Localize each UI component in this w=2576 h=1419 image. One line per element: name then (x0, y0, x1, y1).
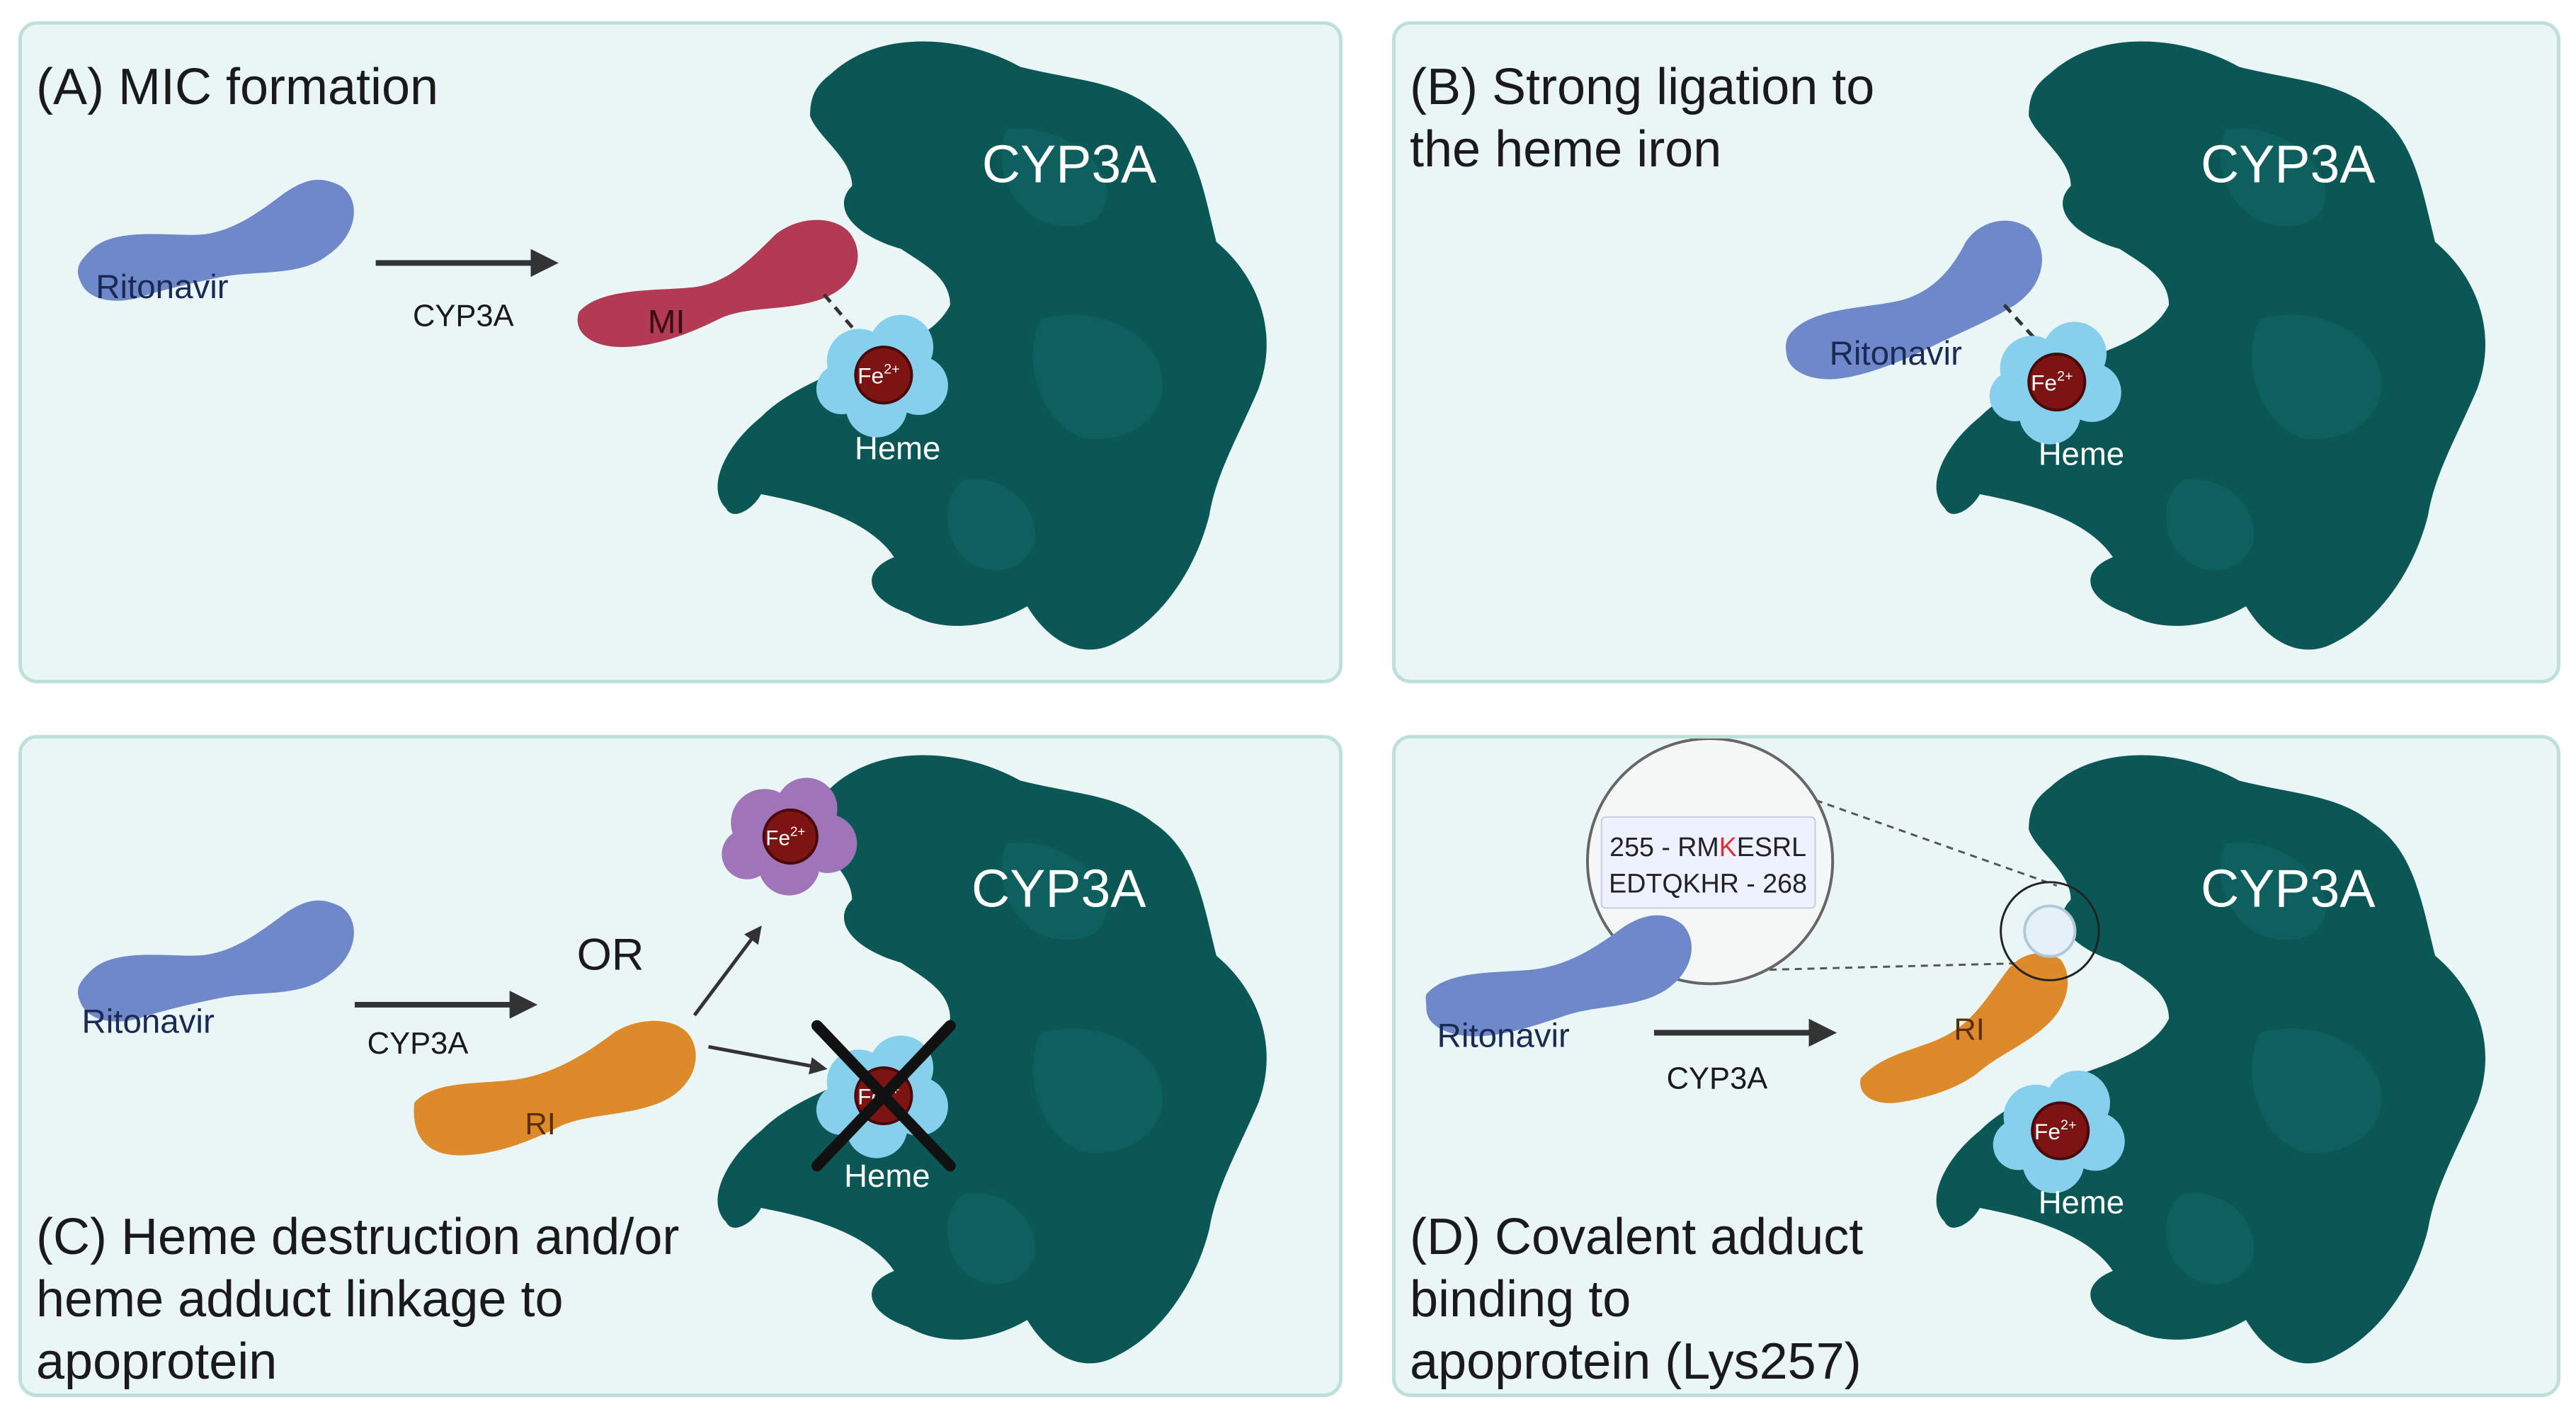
panel-d-illustration: CYP3A 255 - RMKESRL EDTQKHR - 268 Ritona… (1425, 739, 2485, 1364)
heme-label: Heme (2039, 1185, 2124, 1221)
iron-label: Fe2+ (2031, 369, 2073, 396)
ri-metabolite-shape (414, 1020, 696, 1156)
branch-arrow-destruction (693, 925, 762, 1017)
cyp3a-label: CYP3A (971, 858, 1146, 918)
heme-label: Heme (844, 1158, 930, 1194)
cyp3a-label: CYP3A (982, 135, 1157, 194)
panel-a-title: (A) MIC formation (36, 59, 439, 115)
iron-symbol: Fe (2034, 1119, 2061, 1144)
iron-label: Fe2+ (857, 362, 899, 389)
panel-a: CYP3A Ritonavir CYP3A MI Fe2+ Heme (A) M… (18, 21, 1343, 683)
destroyed-heme-group (722, 777, 857, 896)
iron-symbol: Fe (2031, 370, 2057, 395)
iron-atom (2031, 1101, 2090, 1161)
iron-label: Fe2+ (2034, 1117, 2076, 1144)
sequence-box (1600, 816, 1816, 909)
panel-c-illustration: CYP3A Fe2+ Ritonavir CYP3A OR RI (77, 755, 1267, 1364)
ritonavir-label: Ritonavir (1437, 1017, 1570, 1054)
zoom-line-lower (1769, 962, 2044, 971)
sequence-line-1: 255 - RMKESRL (1609, 832, 1806, 862)
ri-label: RI (1954, 1013, 1985, 1047)
panel-b-illustration: CYP3A Ritonavir Fe2+ Heme (1786, 41, 2485, 650)
branch-arrow-adduct (708, 1044, 828, 1075)
cyp3a-enzyme-shape (1936, 41, 2485, 650)
iron-symbol: Fe (857, 363, 884, 389)
ritonavir-shape (1786, 220, 2042, 380)
lysine-highlight: K (1719, 832, 1737, 862)
conversion-arrow-label: CYP3A (367, 1027, 469, 1061)
iron-charge: 2+ (2061, 1117, 2077, 1133)
ritonavir-shape (77, 179, 354, 301)
panel-a-illustration: CYP3A Ritonavir CYP3A MI Fe2+ Heme (77, 41, 1267, 650)
iron-atom (2027, 352, 2087, 412)
heme-label: Heme (2039, 435, 2124, 472)
ritonavir-shape (1425, 915, 1692, 1037)
or-label: OR (577, 930, 644, 979)
panel-c-title: (C) Heme destruction and/or heme adduct … (36, 1209, 680, 1390)
cyp3a-label: CYP3A (2201, 858, 2376, 918)
iron-atom-destroyed (762, 808, 819, 865)
conversion-arrow-label: CYP3A (413, 299, 514, 333)
ritonavir-shape (77, 900, 354, 1022)
cyp3a-enzyme-shape (1936, 755, 2485, 1364)
panel-d: CYP3A 255 - RMKESRL EDTQKHR - 268 Ritona… (1392, 735, 2560, 1397)
iron-symbol: Fe (765, 826, 790, 850)
panel-b-title: (B) Strong ligation to the heme iron (1410, 59, 1875, 178)
iron-charge: 2+ (884, 362, 900, 377)
cyp3a-enzyme-shape (717, 755, 1267, 1364)
iron-atom (854, 346, 913, 405)
ritonavir-label: Ritonavir (96, 268, 228, 306)
cross-mark-icon (811, 1020, 956, 1172)
ritonavir-label: Ritonavir (81, 1003, 214, 1041)
ri-label: RI (525, 1107, 556, 1141)
iron-charge: 2+ (790, 824, 805, 839)
zoom-line-upper (1720, 765, 2058, 887)
mi-label: MI (648, 303, 685, 341)
heme-label: Heme (855, 430, 940, 466)
panel-b: CYP3A Ritonavir Fe2+ Heme (B) Strong lig… (1392, 21, 2560, 683)
ri-metabolite-shape (1860, 953, 2068, 1103)
panel-c: CYP3A Fe2+ Ritonavir CYP3A OR RI (18, 735, 1343, 1397)
conversion-arrow-label: CYP3A (1667, 1062, 1768, 1096)
lys257-binding-site (2000, 881, 2100, 981)
lys257-residue-icon (2023, 904, 2077, 958)
cyp3a-label: CYP3A (2201, 135, 2376, 194)
panel-d-title: (D) Covalent adduct binding to apoprotei… (1410, 1209, 1864, 1390)
iron-charge: 2+ (2057, 369, 2073, 384)
iron-label-destroyed: Fe2+ (765, 824, 805, 850)
mi-metabolite-shape (577, 220, 858, 348)
ritonavir-label: Ritonavir (1830, 335, 1962, 372)
sequence-line-2: EDTQKHR - 268 (1609, 869, 1807, 899)
cyp3a-enzyme-shape (717, 41, 1267, 650)
